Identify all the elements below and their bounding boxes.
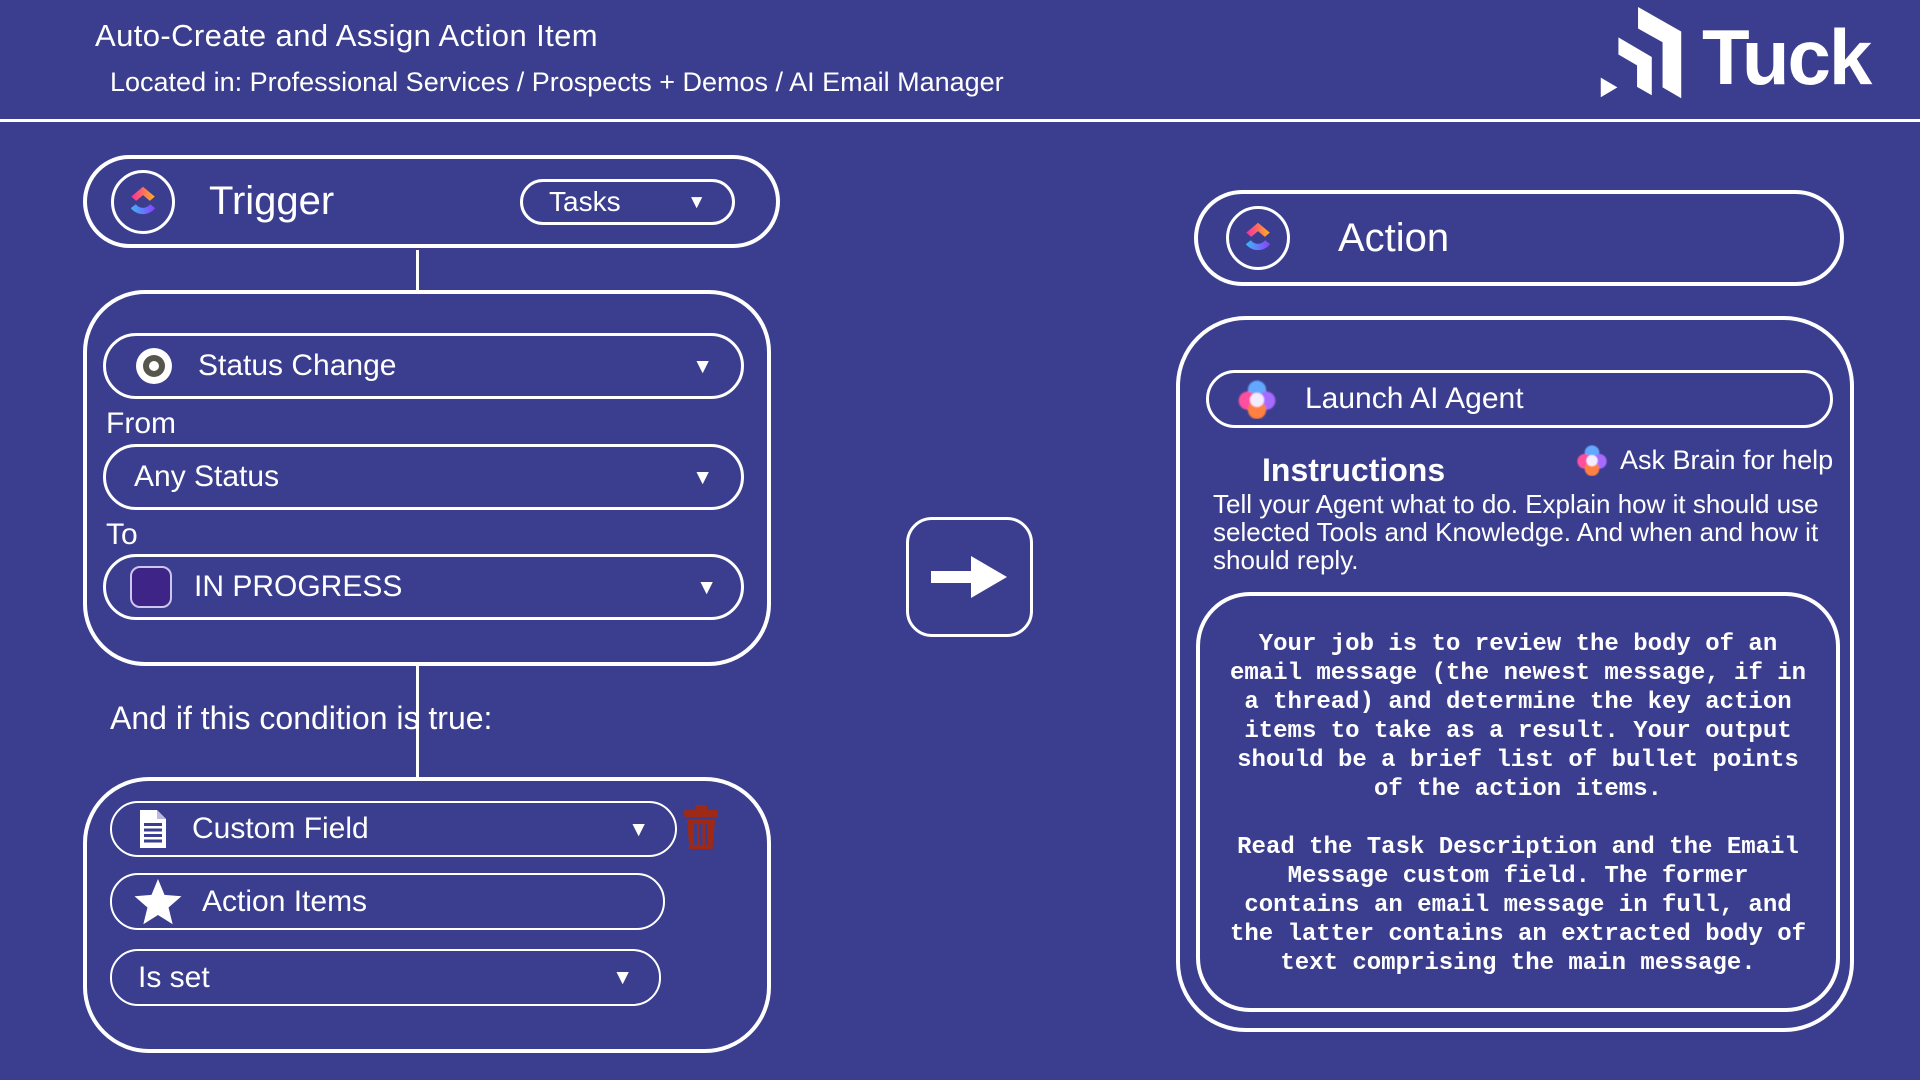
condition-operator-value: Is set: [138, 960, 210, 994]
connector-line: [416, 666, 419, 777]
instructions-help-text: Tell your Agent what to do. Explain how …: [1213, 489, 1819, 575]
condition-operator-dropdown[interactable]: Is set ▼: [110, 949, 661, 1006]
condition-field-value: Action Items: [202, 884, 368, 918]
ask-brain-button[interactable]: Ask Brain for help: [1576, 444, 1833, 476]
status-change-icon: [136, 348, 172, 384]
trigger-type-value: Tasks: [549, 186, 621, 217]
star-icon: [134, 878, 182, 924]
agent-instructions-paragraph: Your job is to review the body of an ema…: [1229, 631, 1807, 803]
action-title: Action: [1338, 215, 1450, 260]
brand-logo-icon: [1600, 6, 1682, 99]
clickup-icon: [111, 169, 175, 234]
brand-logo: Tuck: [1594, 0, 1872, 114]
breadcrumb: Located in: Professional Services / Pros…: [110, 67, 1004, 97]
brand-logo-text: Tuck: [1702, 12, 1872, 101]
trigger-config-panel: [83, 290, 771, 666]
from-status-dropdown[interactable]: Any Status ▼: [103, 444, 744, 510]
condition-field-type-dropdown[interactable]: Custom Field ▼: [110, 801, 677, 857]
ai-brain-icon: [1577, 445, 1607, 476]
chevron-down-icon: ▼: [696, 575, 717, 599]
trigger-type-dropdown[interactable]: Tasks ▼: [520, 179, 735, 225]
trigger-header-box: Trigger: [83, 155, 780, 248]
condition-field-type-value: Custom Field: [192, 812, 369, 845]
instructions-label: Instructions: [1262, 452, 1446, 488]
status-change-value: Status Change: [198, 349, 397, 382]
ask-brain-label: Ask Brain for help: [1620, 444, 1834, 475]
chevron-down-icon: ▼: [612, 966, 633, 989]
trash-icon: [684, 805, 718, 849]
chevron-down-icon: ▼: [692, 354, 713, 378]
chevron-down-icon: ▼: [628, 817, 649, 841]
page-title: Auto-Create and Assign Action Item: [95, 18, 598, 53]
agent-instructions-paragraph: Read the Task Description and the Email …: [1229, 834, 1807, 977]
action-type-dropdown[interactable]: Launch AI Agent: [1206, 370, 1833, 428]
to-status-value: IN PROGRESS: [194, 570, 403, 603]
custom-field-icon: [140, 810, 166, 848]
header-divider: [0, 119, 1920, 122]
condition-field-dropdown[interactable]: Action Items: [110, 873, 665, 930]
chevron-down-icon: ▼: [687, 191, 706, 213]
status-change-dropdown[interactable]: Status Change ▼: [103, 333, 744, 399]
to-label: To: [106, 518, 138, 551]
action-type-value: Launch AI Agent: [1305, 382, 1524, 415]
from-status-value: Any Status: [134, 460, 280, 493]
clickup-icon: [1226, 206, 1290, 270]
condition-heading: And if this condition is true:: [110, 700, 493, 736]
agent-instructions-input[interactable]: Your job is to review the body of an ema…: [1196, 592, 1840, 1012]
trigger-title: Trigger: [209, 179, 335, 223]
connector-line: [416, 250, 419, 291]
condition-panel: [83, 777, 771, 1053]
ai-brain-icon: [1238, 380, 1276, 419]
trigger-to-action-arrow[interactable]: [906, 517, 1033, 637]
status-color-swatch: [130, 566, 172, 608]
delete-condition-button[interactable]: [684, 805, 720, 851]
action-header-box: Action: [1194, 190, 1844, 286]
arrow-right-icon: [930, 556, 1007, 598]
action-config-panel: [1176, 316, 1854, 1032]
chevron-down-icon: ▼: [692, 465, 713, 489]
from-label: From: [106, 407, 176, 440]
to-status-dropdown[interactable]: IN PROGRESS ▼: [103, 554, 744, 620]
